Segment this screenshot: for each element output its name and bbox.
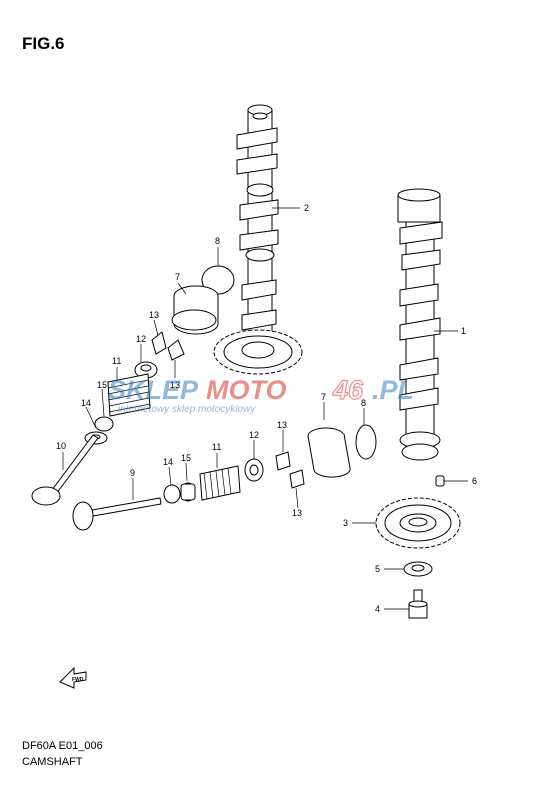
- svg-text:46: 46: [332, 375, 364, 405]
- tappet-lower[interactable]: [307, 427, 351, 478]
- callout-7a: 7: [175, 272, 180, 282]
- callout-5: 5: [375, 564, 380, 574]
- callout-15b: 15: [181, 453, 191, 463]
- callout-9: 9: [130, 468, 135, 478]
- svg-text:SKLEP: SKLEP: [108, 375, 199, 405]
- retainer-upper[interactable]: [134, 361, 158, 379]
- callout-7b: 7: [321, 392, 326, 402]
- cotter-lower-a[interactable]: [275, 451, 291, 471]
- spring-seat-lower[interactable]: [163, 484, 181, 504]
- cotter-upper-a[interactable]: [151, 331, 167, 355]
- callout-labels: 1 2 3 4 5 6 7 7 8 8 9 10 11 11 12 12 13 …: [56, 203, 477, 614]
- fwd-arrow-icon: FWD: [59, 666, 87, 689]
- dowel-pin[interactable]: [435, 475, 445, 487]
- leader-lines: [62, 207, 468, 610]
- figure-name: CAMSHAFT: [22, 756, 83, 768]
- valve-spring-upper[interactable]: [107, 373, 151, 417]
- callout-4: 4: [375, 604, 380, 614]
- callout-11a: 11: [112, 356, 121, 366]
- watermark-logo: SKLEP MOTO 46 .PL internetowy sklep moto…: [108, 374, 414, 415]
- cotter-lower-b[interactable]: [289, 469, 305, 489]
- cotter-upper-b[interactable]: [167, 339, 185, 361]
- intake-camshaft[interactable]: [236, 104, 279, 336]
- tappet-upper[interactable]: [171, 285, 219, 335]
- callout-8b: 8: [361, 398, 366, 408]
- callout-12a: 12: [136, 334, 146, 344]
- callout-1: 1: [461, 326, 466, 336]
- retainer-lower[interactable]: [244, 458, 264, 482]
- callout-14a: 14: [81, 398, 91, 408]
- callout-2: 2: [304, 203, 309, 213]
- callout-13c: 13: [277, 420, 287, 430]
- exhaust-camshaft[interactable]: [397, 188, 443, 461]
- callout-10: 10: [56, 441, 66, 451]
- callout-13d: 13: [292, 508, 302, 518]
- callout-11b: 11: [212, 442, 221, 452]
- intake-valve[interactable]: [31, 434, 99, 506]
- figure-title: FIG.6: [22, 34, 65, 53]
- callout-14b: 14: [163, 457, 173, 467]
- plug-seal-lower[interactable]: [355, 424, 377, 460]
- callout-3: 3: [343, 518, 348, 528]
- exhaust-cam-sprocket[interactable]: [375, 497, 461, 549]
- svg-text:.PL: .PL: [372, 375, 414, 405]
- washer[interactable]: [403, 561, 433, 577]
- valve-spring-lower[interactable]: [199, 465, 241, 501]
- callout-8a: 8: [215, 236, 220, 246]
- svg-text:MOTO: MOTO: [206, 375, 287, 405]
- figure-code: DF60A E01_006: [22, 740, 103, 752]
- callout-13b: 13: [170, 380, 180, 390]
- oil-seal-upper[interactable]: [94, 416, 114, 432]
- fwd-label: FWD: [72, 677, 84, 683]
- oil-seal-lower[interactable]: [180, 482, 196, 502]
- intake-cam-sprocket[interactable]: [213, 329, 303, 375]
- svg-text:internetowy sklep motocyklowy: internetowy sklep motocyklowy: [118, 404, 256, 415]
- exhaust-valve[interactable]: [72, 497, 162, 531]
- sprocket-bolt[interactable]: [408, 589, 428, 619]
- callout-6: 6: [472, 476, 477, 486]
- callout-15a: 15: [97, 380, 107, 390]
- callout-13a: 13: [149, 310, 159, 320]
- callout-12b: 12: [249, 430, 259, 440]
